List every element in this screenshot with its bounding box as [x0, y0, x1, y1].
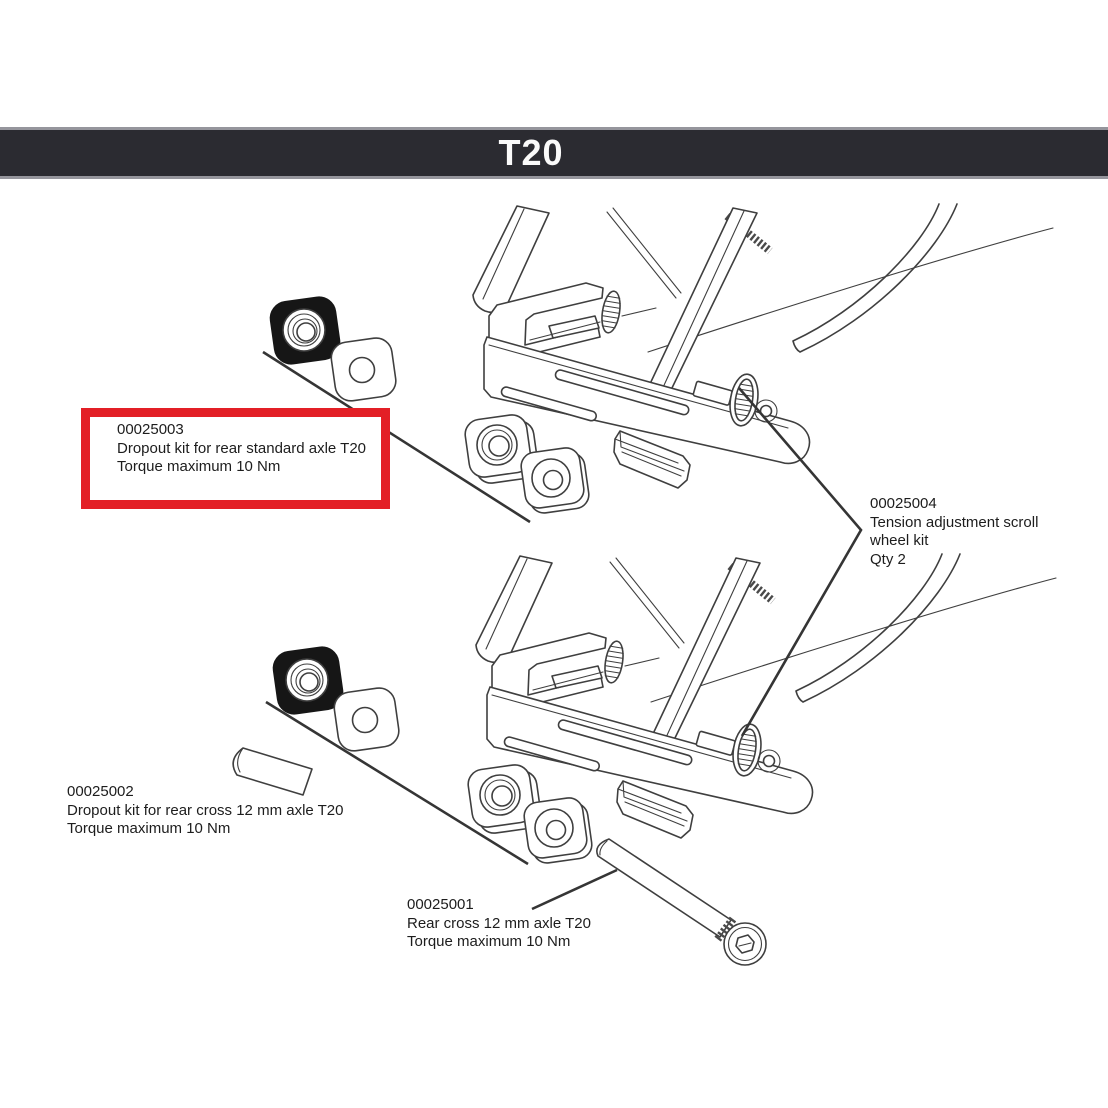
- part-label-00025002: 00025002 Dropout kit for rear cross 12 m…: [67, 783, 344, 839]
- part-number: 00025001: [407, 896, 474, 913]
- leader-line-p25004: [738, 387, 863, 737]
- thru-axle-drawing: [596, 838, 767, 966]
- part-label-00025001: 00025001 Rear cross 12 mm axle T20 Torqu…: [407, 896, 591, 952]
- leader-line-p25001: [531, 868, 618, 911]
- part-torque: Torque maximum 10 Nm: [67, 820, 231, 837]
- tube-stub-drawing: [232, 747, 313, 796]
- part-number: 00025003: [117, 421, 184, 438]
- leader-line-p25002: [265, 700, 529, 866]
- part-qty: Qty 2: [870, 550, 906, 568]
- part-description: Tension adjustment scroll: [870, 513, 1039, 531]
- page-title: T20: [498, 132, 564, 173]
- part-number: 00025004: [870, 495, 937, 512]
- part-description: Dropout kit for rear cross 12 mm axle T2…: [67, 801, 344, 819]
- highlight-box: [81, 408, 390, 509]
- header-bar: T20: [0, 127, 1108, 179]
- part-label-00025003: 00025003 Dropout kit for rear standard a…: [117, 421, 366, 477]
- part-torque: Torque maximum 10 Nm: [117, 458, 281, 475]
- part-number: 00025002: [67, 783, 134, 800]
- part-description: wheel kit: [870, 532, 929, 549]
- dropout-assembly-bottom: [271, 554, 1056, 865]
- leader-line-p25003: [262, 350, 531, 524]
- part-description: Rear cross 12 mm axle T20: [407, 914, 591, 932]
- part-torque: Torque maximum 10 Nm: [407, 933, 571, 950]
- part-description: Dropout kit for rear standard axle T20: [117, 439, 367, 457]
- part-label-00025004: 00025004 Tension adjustment scroll wheel…: [870, 495, 1038, 569]
